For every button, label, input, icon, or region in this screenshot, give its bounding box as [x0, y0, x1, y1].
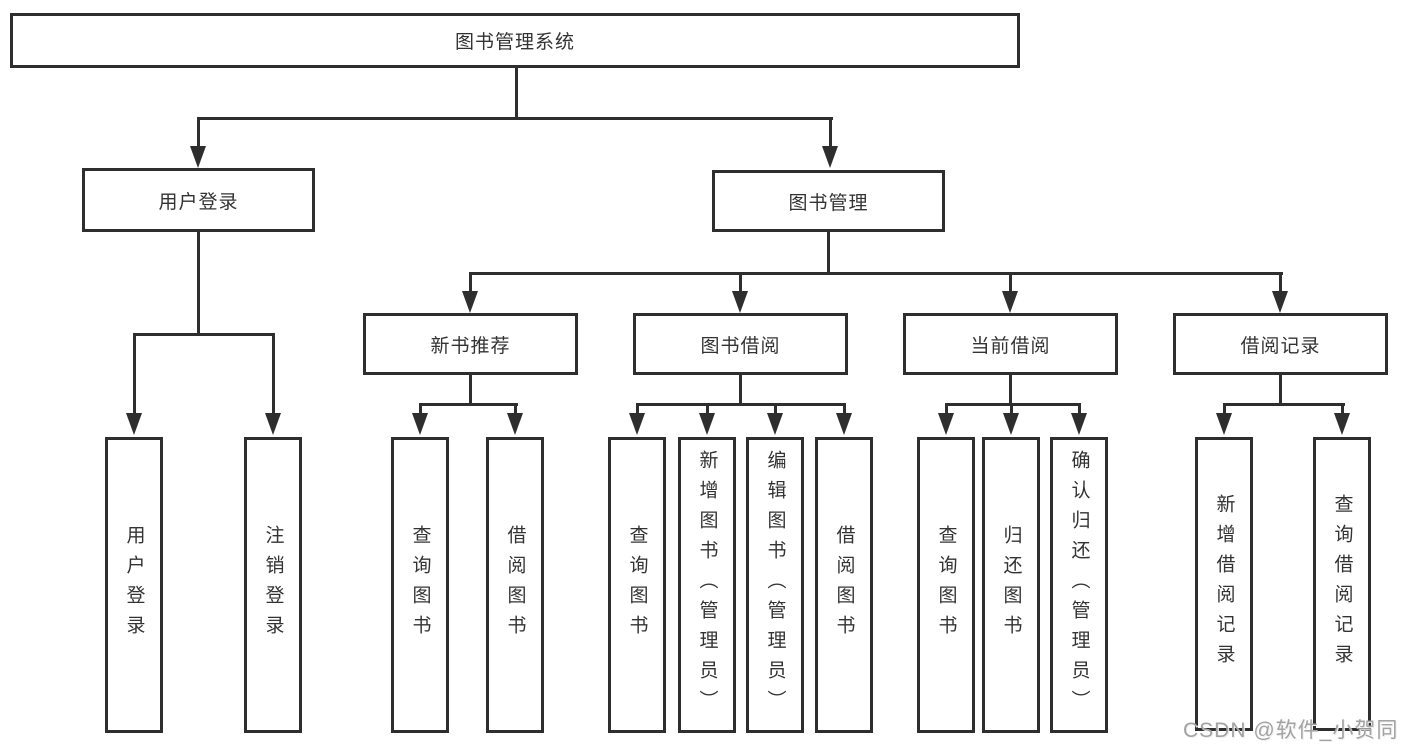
connector-root-bar: [197, 117, 833, 120]
leaf-query-books-current: 查询图书: [917, 437, 975, 733]
connector-user-login-bar: [133, 333, 275, 336]
node-label: 图书管理系统: [454, 32, 575, 53]
arrowhead-down: [1002, 291, 1018, 313]
leaf-label: 用户登录: [123, 525, 145, 645]
arrowhead-down: [822, 146, 838, 168]
connector-bar: [945, 403, 1081, 406]
connector-drop: [1009, 375, 1012, 406]
connector-stem: [514, 403, 517, 414]
connector-stem: [945, 403, 948, 414]
connector-stem: [1223, 403, 1226, 414]
arrowhead-down: [1003, 413, 1019, 435]
connector-stem: [419, 403, 422, 414]
leaf-label: 注销登录: [262, 525, 284, 645]
leaf-user-login: 用户登录: [105, 437, 163, 733]
leaf-edit-books-admin: 编辑图书（管理员）: [746, 437, 804, 733]
node-current-borrowing: 当前借阅: [903, 313, 1118, 375]
arrowhead-down: [412, 413, 428, 435]
node-library-management-system: 图书管理系统: [10, 13, 1020, 68]
arrowhead-down: [265, 413, 281, 435]
connector-bar: [636, 403, 846, 406]
connector-stem: [1279, 272, 1282, 292]
arrowhead-down: [190, 146, 206, 168]
connector-stem: [774, 403, 777, 414]
leaf-label: 借阅图书: [833, 525, 855, 645]
leaf-query-books-borrowing: 查询图书: [608, 437, 666, 733]
arrowhead-down: [1334, 413, 1350, 435]
connector-root-drop: [515, 68, 518, 118]
connector-book-mgmt-drop: [827, 232, 830, 275]
leaf-return-books: 归还图书: [982, 437, 1040, 733]
connector-drop: [1279, 375, 1282, 406]
leaf-add-books-admin: 新增图书（管理员）: [678, 437, 736, 733]
connector-drop: [469, 375, 472, 406]
arrowhead-down: [1071, 413, 1087, 435]
connector-stem: [272, 333, 275, 413]
node-borrowing-records: 借阅记录: [1173, 313, 1388, 375]
node-new-book-recommendation: 新书推荐: [363, 313, 578, 375]
connector-stem: [706, 403, 709, 414]
leaf-label: 编辑图书（管理员）: [764, 450, 786, 720]
leaf-label: 查询图书: [935, 525, 957, 645]
leaf-label: 查询借阅记录: [1331, 494, 1353, 674]
connector-stem: [197, 117, 200, 149]
connector-stem: [1010, 403, 1013, 414]
connector-drop: [739, 375, 742, 406]
arrowhead-down: [1216, 413, 1232, 435]
node-book-borrowing: 图书借阅: [633, 313, 848, 375]
connector-stem: [1078, 403, 1081, 414]
node-label: 新书推荐: [430, 335, 511, 357]
arrowhead-down: [732, 291, 748, 313]
node-label: 借阅记录: [1240, 335, 1321, 357]
connector-stem: [469, 272, 472, 292]
connector-stem: [1341, 403, 1344, 414]
arrowhead-down: [699, 413, 715, 435]
node-label: 当前借阅: [970, 335, 1051, 357]
leaf-label: 归还图书: [1000, 525, 1022, 645]
leaf-borrow-books-recommend: 借阅图书: [486, 437, 544, 733]
leaf-label: 查询图书: [626, 525, 648, 645]
arrowhead-down: [629, 413, 645, 435]
arrowhead-down: [938, 413, 954, 435]
leaf-add-borrow-record: 新增借阅记录: [1195, 437, 1253, 731]
leaf-label: 新增图书（管理员）: [696, 450, 718, 720]
leaf-label: 查询图书: [409, 525, 431, 645]
leaf-label: 新增借阅记录: [1213, 494, 1235, 674]
leaf-borrow-books: 借阅图书: [815, 437, 873, 733]
arrowhead-down: [462, 291, 478, 313]
connector-book-mgmt-bar: [469, 272, 1283, 275]
node-book-management: 图书管理: [712, 170, 945, 232]
connector-stem: [1009, 272, 1012, 292]
connector-stem: [636, 403, 639, 414]
csdn-watermark: CSDN @软件_小贺同学: [1183, 719, 1399, 742]
arrowhead-down: [767, 413, 783, 435]
leaf-label: 确认归还（管理员）: [1068, 450, 1090, 720]
connector-bar: [1223, 403, 1345, 406]
node-label: 用户登录: [158, 191, 239, 213]
leaf-query-books-recommend: 查询图书: [391, 437, 449, 733]
arrowhead-down: [836, 413, 852, 435]
node-label: 图书管理: [788, 192, 869, 214]
leaf-confirm-return-admin: 确认归还（管理员）: [1050, 437, 1108, 733]
node-user-login: 用户登录: [82, 168, 315, 232]
leaf-logout: 注销登录: [244, 437, 302, 733]
arrowhead-down: [1272, 291, 1288, 313]
connector-stem: [739, 272, 742, 292]
arrowhead-down: [507, 413, 523, 435]
leaf-label: 借阅图书: [504, 525, 526, 645]
connector-bar: [419, 403, 518, 406]
connector-stem: [843, 403, 846, 414]
arrowhead-down: [126, 413, 142, 435]
node-label: 图书借阅: [700, 335, 781, 357]
connector-stem: [133, 333, 136, 413]
connector-user-login-drop: [197, 232, 200, 336]
connector-stem: [829, 117, 832, 149]
leaf-query-borrow-record: 查询借阅记录: [1313, 437, 1371, 731]
